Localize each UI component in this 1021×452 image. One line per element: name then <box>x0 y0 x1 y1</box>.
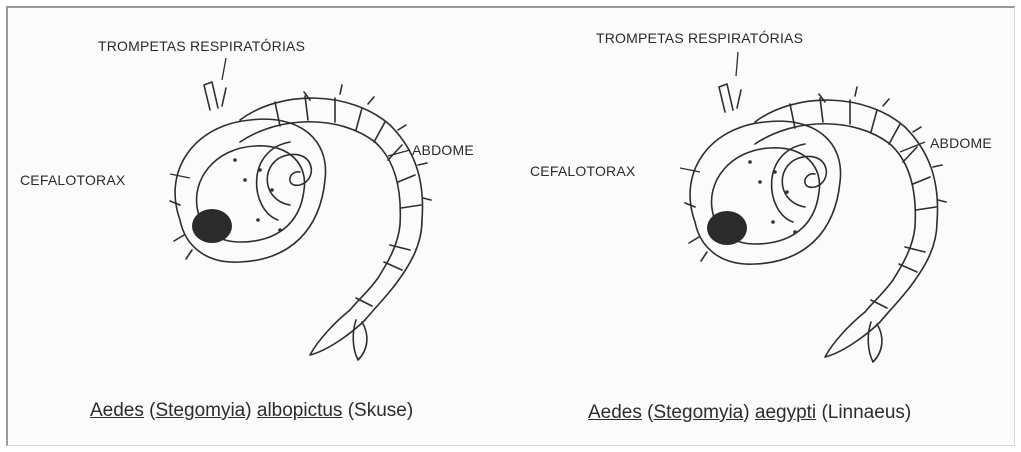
right-label-breathing-tubes: TROMPETAS RESPIRATÓRIAS <box>596 30 803 46</box>
right-label-abdomen: ABDOME <box>930 135 992 151</box>
left-species: albopictus <box>257 400 343 421</box>
right-subgenus: Stegomyia <box>653 402 743 423</box>
left-author: (Skuse) <box>348 400 413 421</box>
right-pupa-drawing <box>685 84 946 362</box>
left-subgenus: Stegomyia <box>155 400 245 421</box>
right-genus: Aedes <box>588 402 642 423</box>
left-species-caption: Aedes (Stegomyia) albopictus (Skuse) <box>90 400 413 422</box>
left-pointers <box>170 58 410 178</box>
left-genus: Aedes <box>90 400 144 421</box>
right-species-caption: Aedes (Stegomyia) aegypti (Linnaeus) <box>588 402 911 424</box>
left-subgenus-close: ) <box>245 400 251 421</box>
right-author: (Linnaeus) <box>821 402 911 423</box>
left-label-breathing-tubes: TROMPETAS RESPIRATÓRIAS <box>98 38 305 54</box>
right-subgenus-close: ) <box>743 402 749 423</box>
left-label-abdomen: ABDOME <box>412 142 474 158</box>
right-species: aegypti <box>755 402 816 423</box>
left-pupa-drawing <box>170 82 431 360</box>
left-label-cephalothorax: CEFALOTORAX <box>20 172 125 188</box>
right-label-cephalothorax: CEFALOTORAX <box>530 163 635 179</box>
